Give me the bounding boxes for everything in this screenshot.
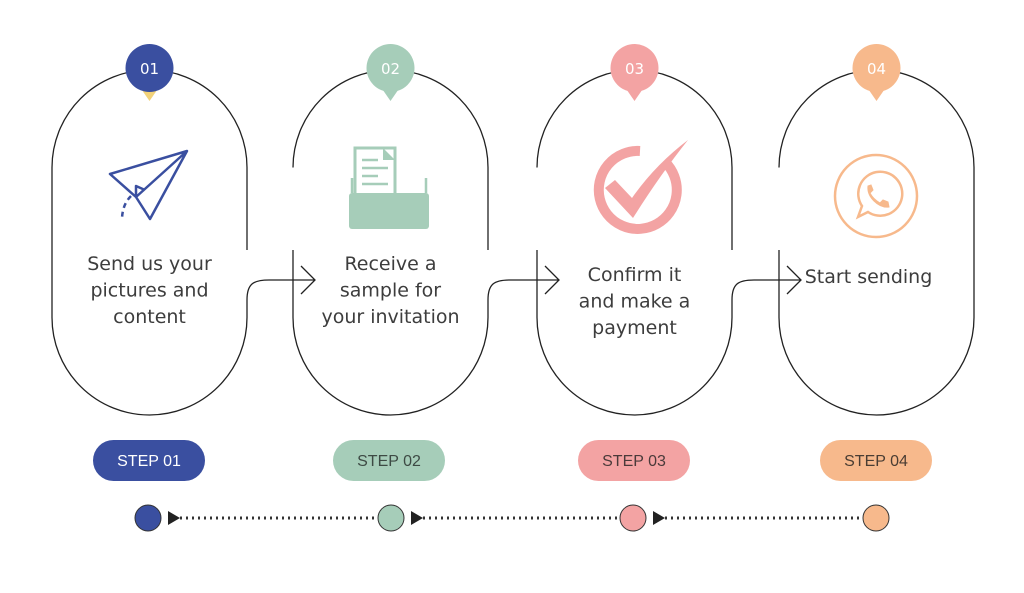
connector-arrow — [487, 265, 560, 301]
paper-plane-icon — [108, 149, 189, 221]
card-outline — [292, 69, 489, 416]
whatsapp-icon — [833, 153, 919, 239]
connector-arrow — [731, 265, 802, 301]
timeline-dot — [619, 504, 647, 532]
step-label-pill — [93, 440, 205, 481]
step-caption-line: Send us your — [87, 253, 212, 275]
step-number: 02 — [381, 60, 400, 78]
timeline-dot — [134, 504, 162, 532]
step-label: STEP 03 — [602, 453, 666, 470]
step-caption-line: pictures and — [90, 280, 208, 302]
card-outline — [536, 69, 733, 416]
step-caption-line: and make a — [579, 291, 691, 313]
card-outline — [51, 69, 248, 416]
step-number-badge — [125, 44, 174, 92]
step-number: 01 — [140, 60, 159, 78]
step-label: STEP 01 — [117, 453, 181, 470]
step-number: 03 — [625, 60, 644, 78]
timeline-arrow-icon — [411, 511, 423, 525]
step-number-badge — [610, 44, 659, 92]
step-caption-line: Start sending — [805, 266, 933, 288]
timeline-arrow-icon — [653, 511, 665, 525]
step-caption-line: content — [113, 306, 186, 328]
step-caption-line: Receive a — [344, 253, 436, 275]
step-number-badge — [852, 44, 901, 92]
step-label-pill — [820, 440, 932, 481]
timeline-dot — [377, 504, 405, 532]
step-caption-line: Confirm it — [588, 264, 682, 286]
timeline-arrow-icon — [168, 511, 180, 525]
step-label: STEP 02 — [357, 453, 421, 470]
connector-arrow — [246, 265, 316, 301]
step-number: 04 — [867, 60, 886, 78]
step-caption-line: sample for — [340, 280, 441, 302]
step-caption-line: your invitation — [321, 306, 459, 328]
step-label: STEP 04 — [844, 453, 908, 470]
step-number-badge — [366, 44, 415, 92]
step-caption-line: payment — [592, 317, 677, 339]
step-label-pill — [578, 440, 690, 481]
timeline-dot — [862, 504, 890, 532]
check-circle-icon — [593, 140, 688, 234]
step-label-pill — [333, 440, 445, 481]
card-outline — [778, 69, 975, 416]
folder-document-icon — [349, 146, 429, 229]
